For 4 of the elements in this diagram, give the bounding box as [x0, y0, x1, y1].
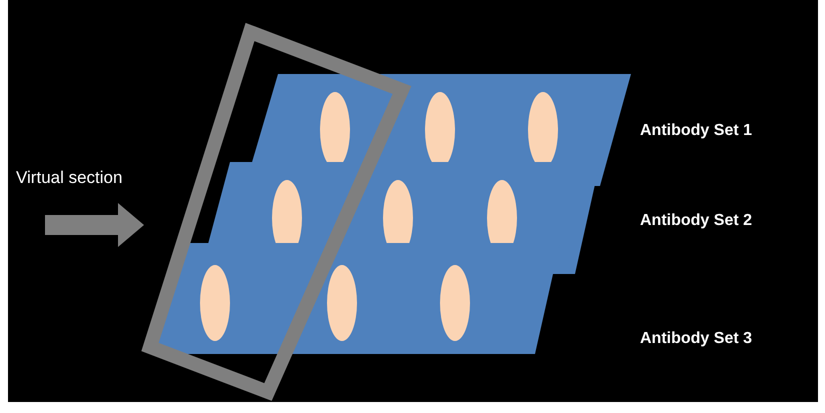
set-label: Antibody Set 3	[640, 330, 752, 348]
section-label: Virtual section	[16, 168, 122, 188]
set-label: Antibody Set 2	[640, 212, 752, 230]
set-label: Antibody Set 1	[640, 122, 752, 140]
